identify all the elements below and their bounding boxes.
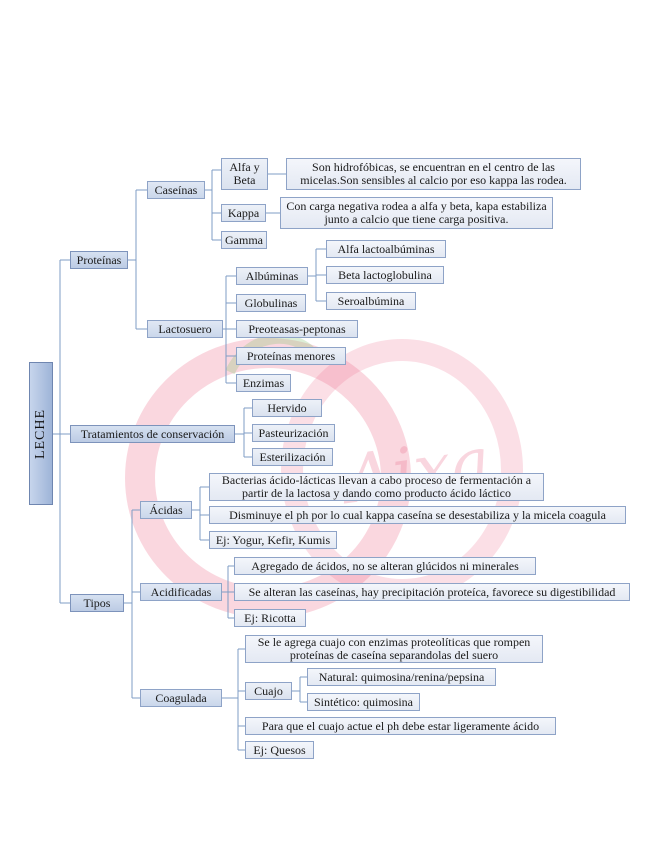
node-pasteurizacion: Pasteurización [252,424,335,442]
node-cuajo: Cuajo [245,682,292,700]
node-alfa-beta-desc: Son hidrofóbicas, se encuentran en el ce… [286,158,581,190]
node-acidificadas: Acidificadas [140,583,222,601]
node-kappa: Kappa [221,204,266,222]
node-acidas: Ácidas [140,501,192,519]
node-acidificadas-item-2: Se alteran las caseínas, hay precipitaci… [234,583,630,601]
node-acidificadas-item-1: Agregado de ácidos, no se alteran glúcid… [234,557,536,575]
node-caseinas: Caseínas [147,181,205,199]
node-kappa-desc: Con carga negativa rodea a alfa y beta, … [280,197,553,229]
node-beta-lactoglobulina: Beta lactoglobulina [326,266,444,284]
node-acidas-item-1: Bacterias ácido-lácticas llevan a cabo p… [209,473,544,501]
node-preoteasas: Preoteasas-peptonas [236,320,358,338]
node-esterilizacion: Esterilización [252,448,333,466]
node-seroalbumina: Seroalbúmina [326,292,416,310]
node-albuminas: Albúminas [236,267,308,285]
root-label: LECHE [33,408,48,459]
node-acidas-item-2: Disminuye el ph por lo cual kappa caseín… [209,506,626,524]
node-cuajo-natural: Natural: quimosina/renina/pepsina [307,668,496,686]
node-coagulada-item-1: Se le agrega cuajo con enzimas proteolít… [245,635,543,663]
node-tratamientos: Tratamientos de conservación [70,425,235,443]
node-acidas-item-3: Ej: Yogur, Kefir, Kumis [209,531,337,549]
root-node-leche: LECHE [29,362,53,505]
node-lactosuero: Lactosuero [147,320,223,338]
node-globulinas: Globulinas [236,294,306,312]
node-alfa-beta: Alfa y Beta [221,158,268,190]
node-gamma: Gamma [221,231,267,249]
node-proteinas-menores: Proteínas menores [236,347,346,365]
node-hervido: Hervido [252,399,322,417]
node-coagulada-item-3: Para que el cuajo actue el ph debe estar… [245,717,556,735]
node-alfa-lactoalbuminas: Alfa lactoalbúminas [326,240,446,258]
node-tipos: Tipos [70,594,124,612]
node-cuajo-sintetico: Sintético: quimosina [307,693,420,711]
node-coagulada-item-4: Ej: Quesos [245,741,314,759]
node-proteinas: Proteínas [70,251,128,269]
node-enzimas: Enzimas [236,374,291,392]
node-acidificadas-item-3: Ej: Ricotta [234,609,306,627]
node-coagulada: Coagulada [140,689,222,707]
